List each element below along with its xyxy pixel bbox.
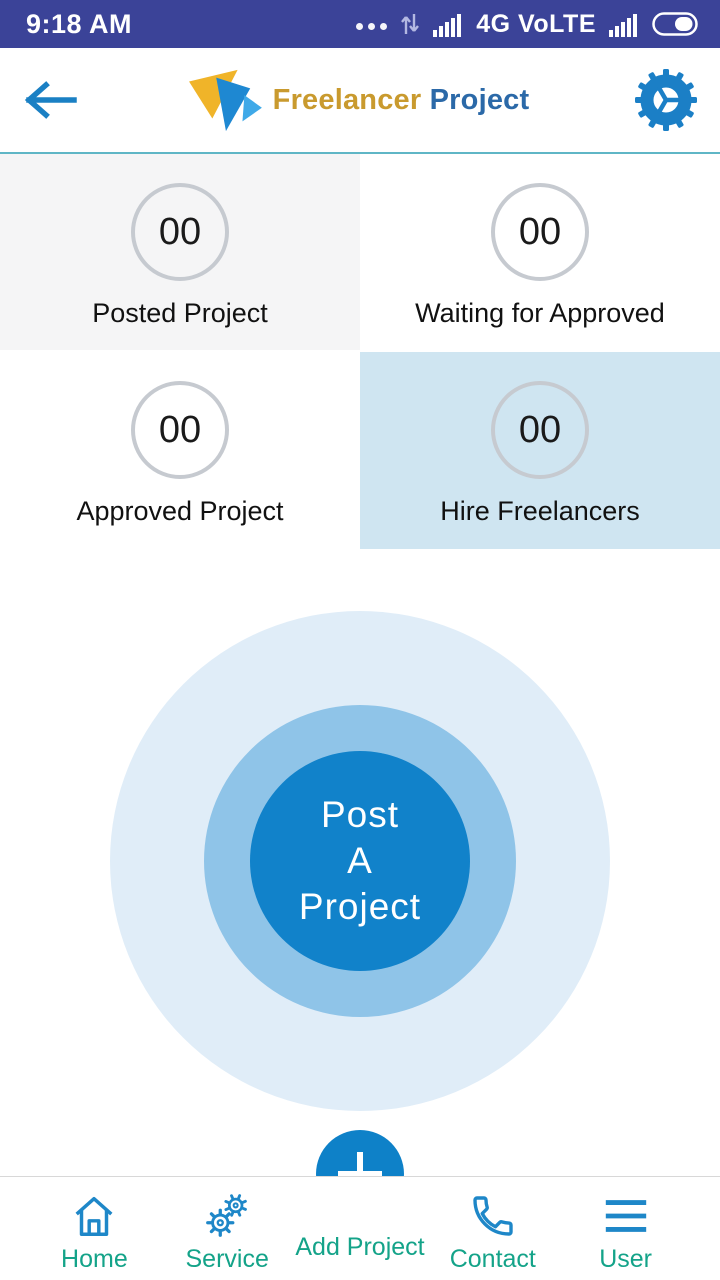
bottom-nav-divider [0, 1176, 720, 1177]
signal-bars-icon [609, 14, 637, 37]
bottom-nav: Home [0, 1177, 720, 1280]
status-bar: 9:18 AM 4G VoLTE [0, 0, 720, 48]
app-logo: Freelancer Project [185, 66, 530, 134]
nav-item-contact[interactable]: Contact [426, 1177, 559, 1280]
status-icons: 4G VoLTE [356, 10, 698, 39]
app-title-part2: Project [429, 83, 530, 116]
stat-card-approved-project[interactable]: 00 Approved Project [0, 352, 360, 549]
settings-button[interactable] [634, 68, 698, 132]
stat-count-badge: 00 [491, 381, 589, 479]
battery-icon [652, 12, 698, 36]
cta-line3: Project [298, 886, 422, 927]
app-title-part1: Freelancer [272, 83, 422, 116]
clock: 9:18 AM [26, 8, 133, 39]
network-type-label: 4G VoLTE [476, 9, 596, 38]
gear-icon [635, 69, 697, 131]
stat-card-waiting-for-approved[interactable]: 00 Waiting for Approved [360, 154, 720, 350]
nav-item-user[interactable]: User [559, 1177, 692, 1280]
stat-label: Approved Project [76, 496, 284, 526]
network-activity-icon [401, 14, 420, 34]
nav-item-home[interactable]: Home [28, 1177, 161, 1280]
nav-item-add-project[interactable]: Add Project [294, 1177, 427, 1280]
signal-bars-icon [433, 14, 462, 37]
stat-label: Waiting for Approved [415, 298, 665, 328]
cta-line2: A [347, 840, 373, 881]
stat-count-badge: 00 [131, 183, 229, 281]
more-dots-icon [356, 22, 388, 30]
cta-line1: Post [320, 794, 400, 835]
app-title: Freelancer Project [273, 84, 530, 117]
nav-item-service[interactable]: Service [161, 1177, 294, 1280]
nav-label: Service [185, 1245, 269, 1273]
app-header: Freelancer Project [0, 48, 720, 152]
menu-lines-icon [601, 1191, 651, 1241]
logo-mark-icon [188, 69, 262, 132]
stat-card-posted-project[interactable]: 00 Posted Project [0, 154, 360, 350]
post-a-project-button[interactable]: Post A Project [250, 751, 470, 971]
home-icon [69, 1191, 119, 1241]
nav-label: User [599, 1245, 652, 1273]
phone-icon [469, 1191, 517, 1241]
gears-icon [202, 1191, 252, 1241]
stat-card-hire-freelancers[interactable]: 00 Hire Freelancers [360, 352, 720, 549]
back-button[interactable] [22, 79, 80, 121]
stat-label: Hire Freelancers [440, 496, 640, 526]
stat-count-badge: 00 [491, 183, 589, 281]
header-divider [0, 152, 720, 154]
nav-label: Contact [449, 1245, 536, 1273]
arrow-left-icon [24, 81, 77, 119]
stat-count-badge: 00 [131, 381, 229, 479]
nav-label: Add Project [295, 1233, 425, 1261]
nav-label: Home [61, 1245, 128, 1273]
stat-label: Posted Project [92, 298, 268, 328]
